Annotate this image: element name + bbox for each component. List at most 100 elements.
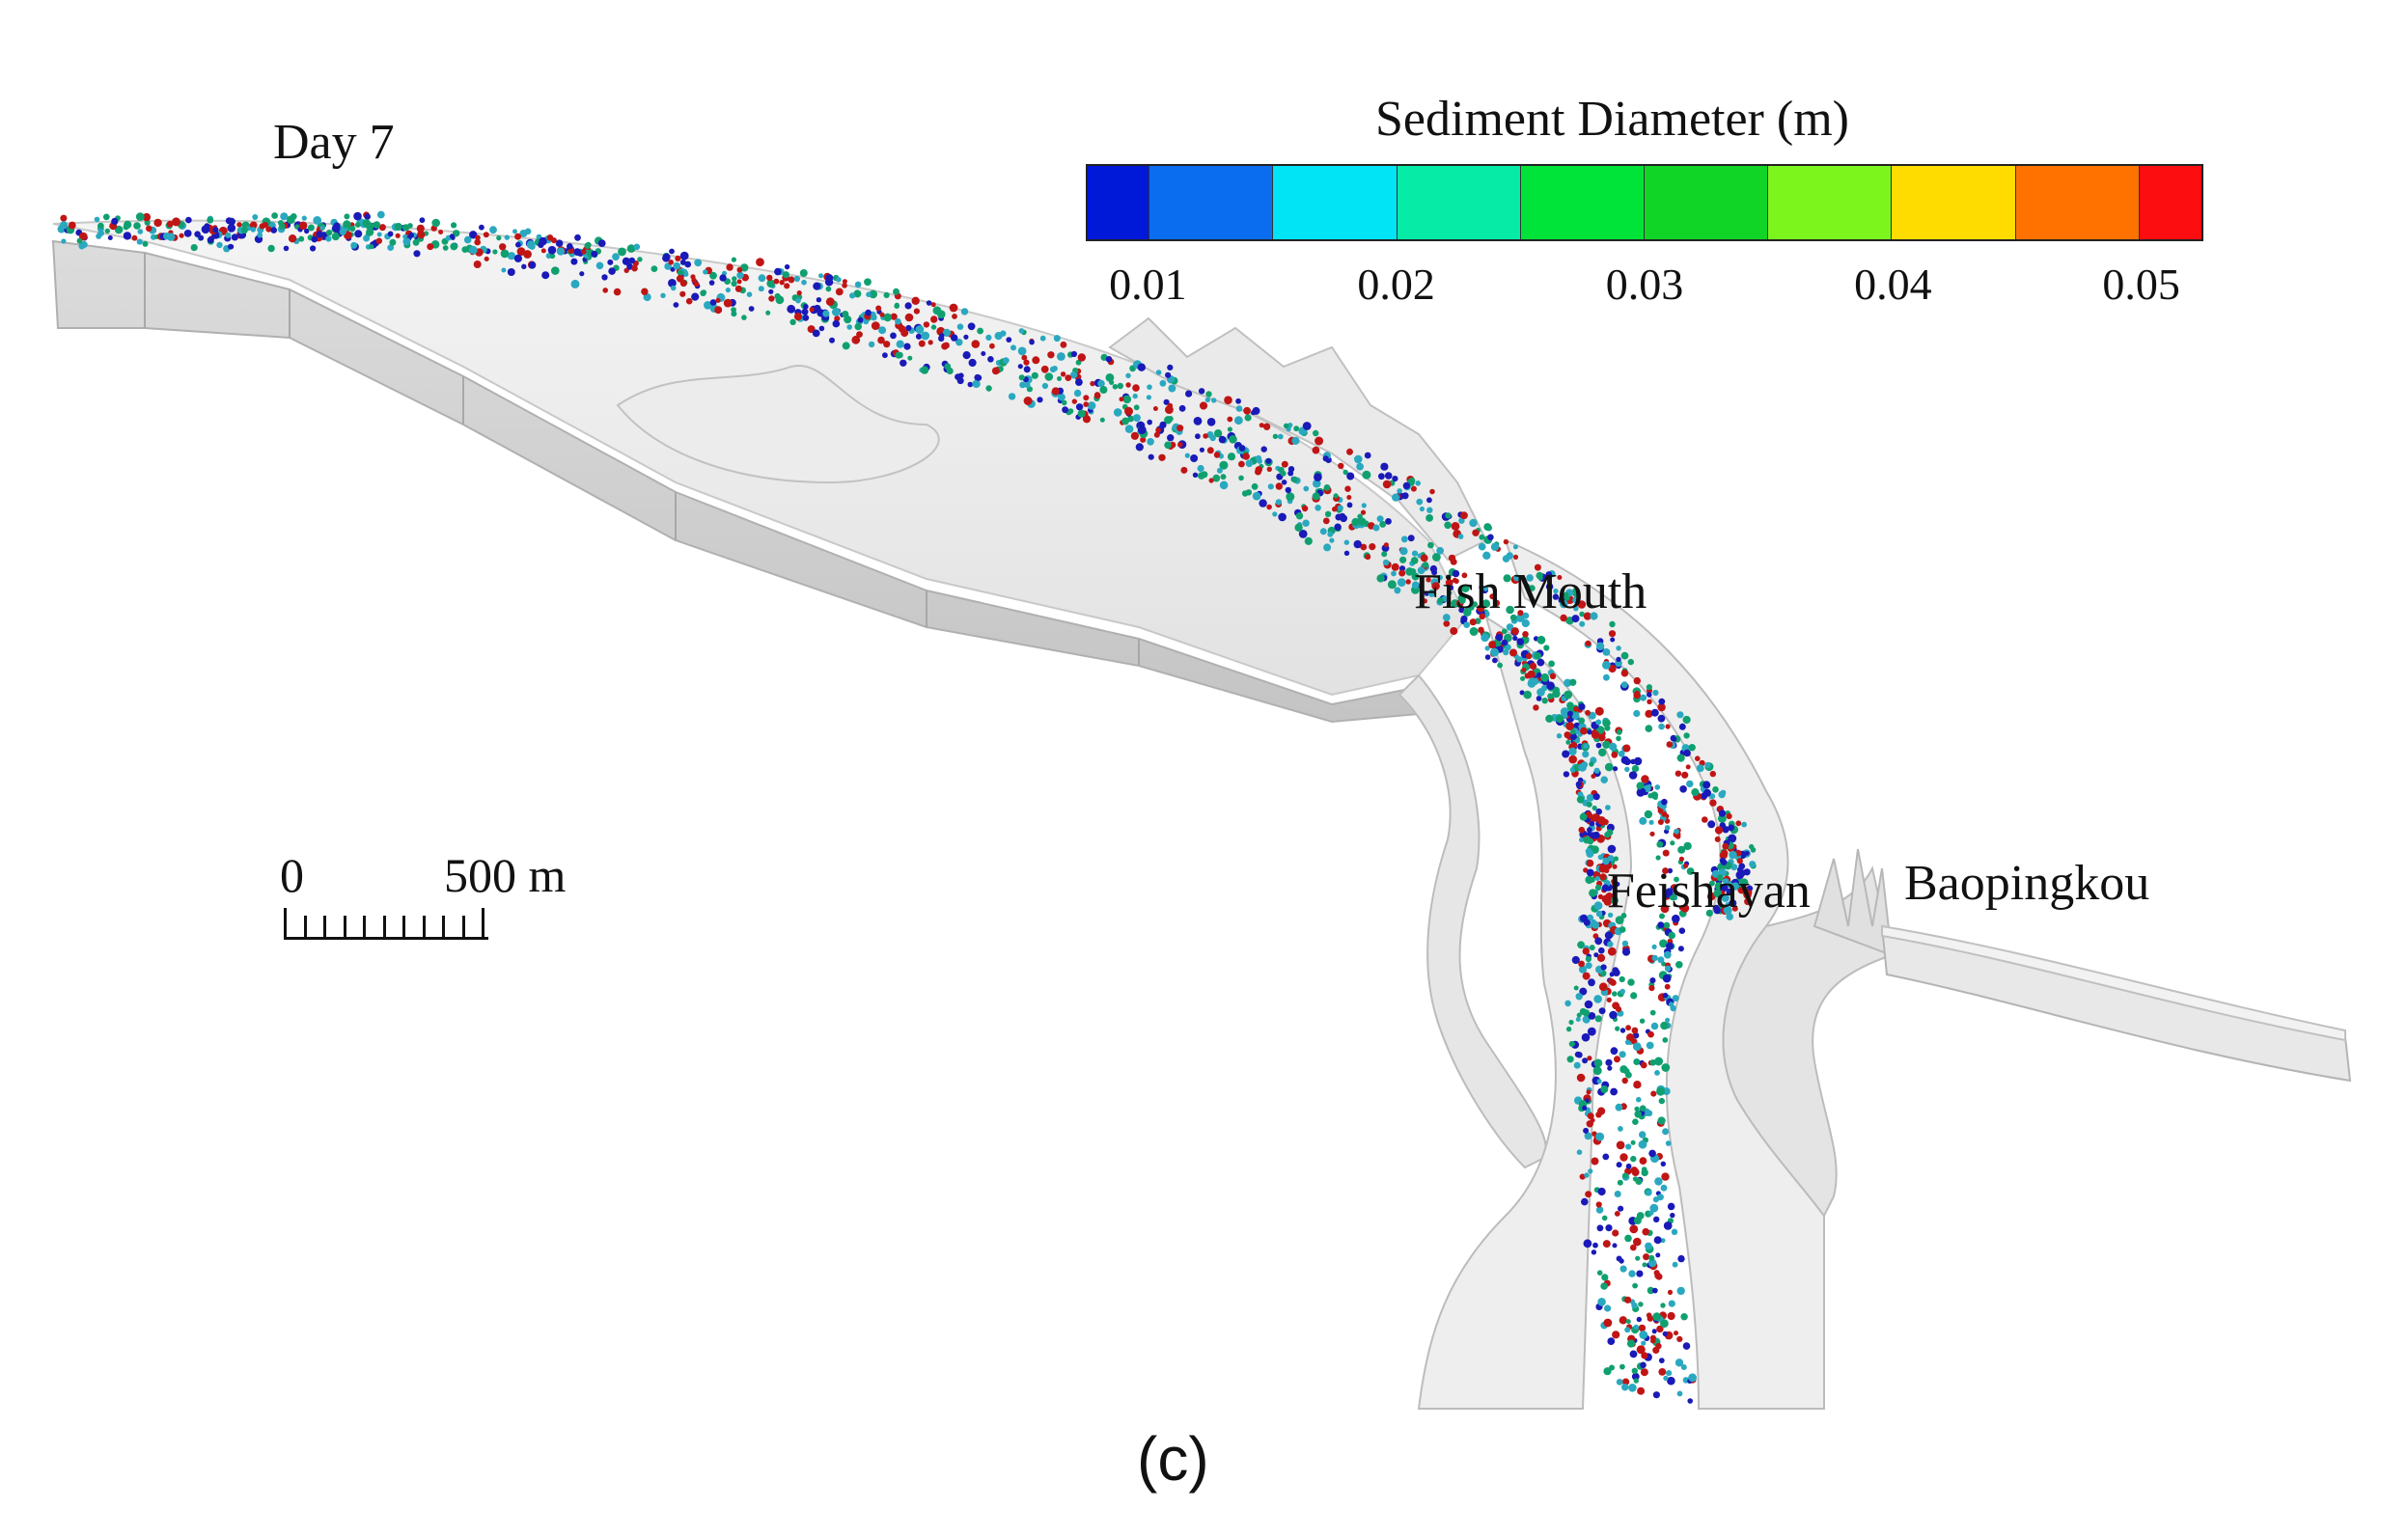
sediment-particle: [1140, 436, 1147, 443]
sediment-particle: [1482, 586, 1489, 591]
sediment-particle: [1312, 446, 1320, 454]
sediment-particle: [1576, 796, 1585, 804]
sediment-particle: [1666, 1370, 1673, 1377]
sediment-particle: [1130, 431, 1139, 440]
sediment-particle: [417, 231, 426, 239]
sediment-particle: [1295, 512, 1304, 520]
sediment-particle: [942, 328, 952, 337]
sediment-particle: [1596, 1079, 1602, 1084]
sediment-particle: [1585, 810, 1591, 817]
colorbar-tick-label: 0.04: [1854, 260, 1932, 309]
sediment-particle: [1381, 551, 1388, 558]
sediment-particle: [1595, 808, 1602, 815]
sediment-particle: [1124, 425, 1134, 433]
sediment-particle: [1477, 604, 1485, 613]
sediment-particle: [1529, 662, 1537, 671]
sediment-particle: [1667, 1289, 1674, 1295]
sediment-particle: [1218, 435, 1227, 444]
sediment-particle: [1358, 517, 1367, 526]
sediment-particle: [1384, 472, 1393, 480]
colorbar-segment: [2015, 166, 2140, 239]
sediment-particle: [1621, 1077, 1628, 1084]
sediment-particle: [1636, 1270, 1644, 1277]
sediment-particle: [1057, 376, 1062, 381]
sediment-particle: [556, 247, 566, 256]
terrain-baopingkou-top: [1881, 924, 2346, 1042]
sediment-particle: [1721, 859, 1728, 865]
sediment-particle: [825, 286, 832, 292]
sediment-particle: [133, 222, 141, 230]
sediment-particle: [1675, 961, 1683, 969]
sediment-particle: [1580, 727, 1588, 735]
sediment-particle: [1619, 1316, 1628, 1325]
sediment-particle: [1631, 1168, 1640, 1176]
sediment-particle: [1458, 607, 1465, 614]
sediment-particle: [1668, 1300, 1675, 1307]
sediment-particle: [1702, 781, 1711, 789]
sediment-particle: [1517, 610, 1524, 617]
sediment-particle: [469, 231, 478, 239]
sediment-particle: [1277, 433, 1284, 440]
sediment-particle: [1688, 744, 1696, 752]
sediment-particle: [1600, 1085, 1609, 1093]
sediment-particle: [1642, 1262, 1647, 1268]
sediment-particle: [1302, 519, 1310, 527]
sediment-particle: [1478, 626, 1484, 634]
sediment-particle: [1572, 588, 1578, 593]
sediment-particle: [1647, 1286, 1655, 1295]
sediment-particle: [1658, 1358, 1665, 1363]
sediment-particle: [1397, 578, 1406, 587]
sediment-particle: [1219, 480, 1229, 490]
sediment-particle: [1649, 1059, 1656, 1066]
sediment-particle: [363, 234, 371, 242]
sediment-particle: [1213, 452, 1221, 458]
terrain-mounds: [616, 365, 940, 484]
sediment-particle: [364, 213, 372, 220]
sediment-particle: [1037, 397, 1043, 403]
sediment-particle: [1132, 393, 1138, 399]
sediment-particle: [431, 218, 441, 228]
sediment-particle: [201, 225, 210, 234]
sediment-particle: [768, 288, 774, 294]
sediment-particle: [732, 276, 737, 282]
sediment-particle: [1029, 339, 1035, 345]
sediment-particle: [1731, 882, 1740, 891]
sediment-particle: [1671, 1228, 1678, 1236]
sediment-particle: [1633, 709, 1641, 718]
sediment-particle: [1675, 1359, 1684, 1367]
sediment-particle: [1065, 374, 1072, 381]
sediment-particle: [137, 229, 144, 234]
sediment-particle: [1260, 446, 1267, 453]
sediment-particle: [854, 322, 862, 331]
sediment-particle: [1463, 608, 1472, 617]
sediment-particle: [836, 277, 842, 283]
sediment-particle: [1275, 482, 1284, 490]
sediment-particle: [1604, 1304, 1612, 1312]
sediment-particle: [1495, 641, 1502, 646]
sediment-particle: [846, 324, 852, 330]
sediment-particle: [631, 264, 638, 272]
sediment-particle: [1601, 1274, 1609, 1281]
sediment-particle: [267, 244, 275, 253]
sediment-particle: [1585, 709, 1591, 716]
sediment-particle: [1652, 1346, 1660, 1354]
sediment-particle: [1527, 670, 1536, 679]
sediment-particle: [313, 216, 322, 225]
scale-bar-start-label: 0: [280, 848, 304, 902]
sediment-particle: [1676, 1390, 1683, 1397]
sediment-particle: [526, 240, 536, 249]
sediment-particle: [1071, 398, 1078, 404]
sediment-particle: [1356, 462, 1364, 471]
sediment-particle: [376, 232, 382, 237]
sediment-particle: [1568, 747, 1577, 756]
sediment-particle: [1665, 1017, 1671, 1023]
sediment-particle: [597, 239, 606, 247]
colorbar-segment: [1892, 166, 2016, 239]
sediment-particle: [1411, 550, 1419, 557]
sediment-particle: [163, 233, 171, 240]
sediment-particle: [79, 232, 88, 241]
sediment-particle: [809, 307, 815, 313]
sediment-particle: [1167, 434, 1175, 442]
sediment-particle: [766, 274, 773, 282]
sediment-particle: [1167, 402, 1174, 409]
